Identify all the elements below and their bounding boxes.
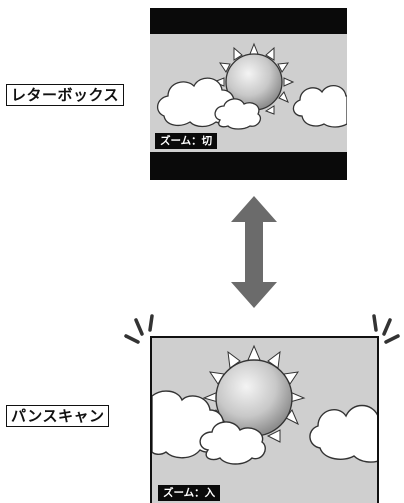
panscan-zoom-status: ズーム：入	[158, 485, 221, 501]
panscan-screen: ズーム：入	[150, 336, 379, 503]
letterbox-zoom-status: ズーム：切	[155, 133, 218, 149]
letterbox-label: レターボックス	[6, 84, 125, 106]
sparkle-left-icon	[124, 314, 154, 344]
double-arrow-icon	[231, 196, 277, 308]
cloud-middle-large	[199, 421, 266, 465]
panscan-label: パンスキャン	[6, 405, 110, 427]
cloud-middle	[214, 98, 262, 130]
sparkle-right-icon	[372, 314, 400, 344]
cloud-right	[292, 85, 347, 128]
panscan-scene	[152, 338, 377, 503]
cloud-right-large	[309, 404, 377, 463]
letterbox-scene	[150, 34, 347, 152]
letterbox-screen: ズーム：切	[150, 8, 347, 180]
